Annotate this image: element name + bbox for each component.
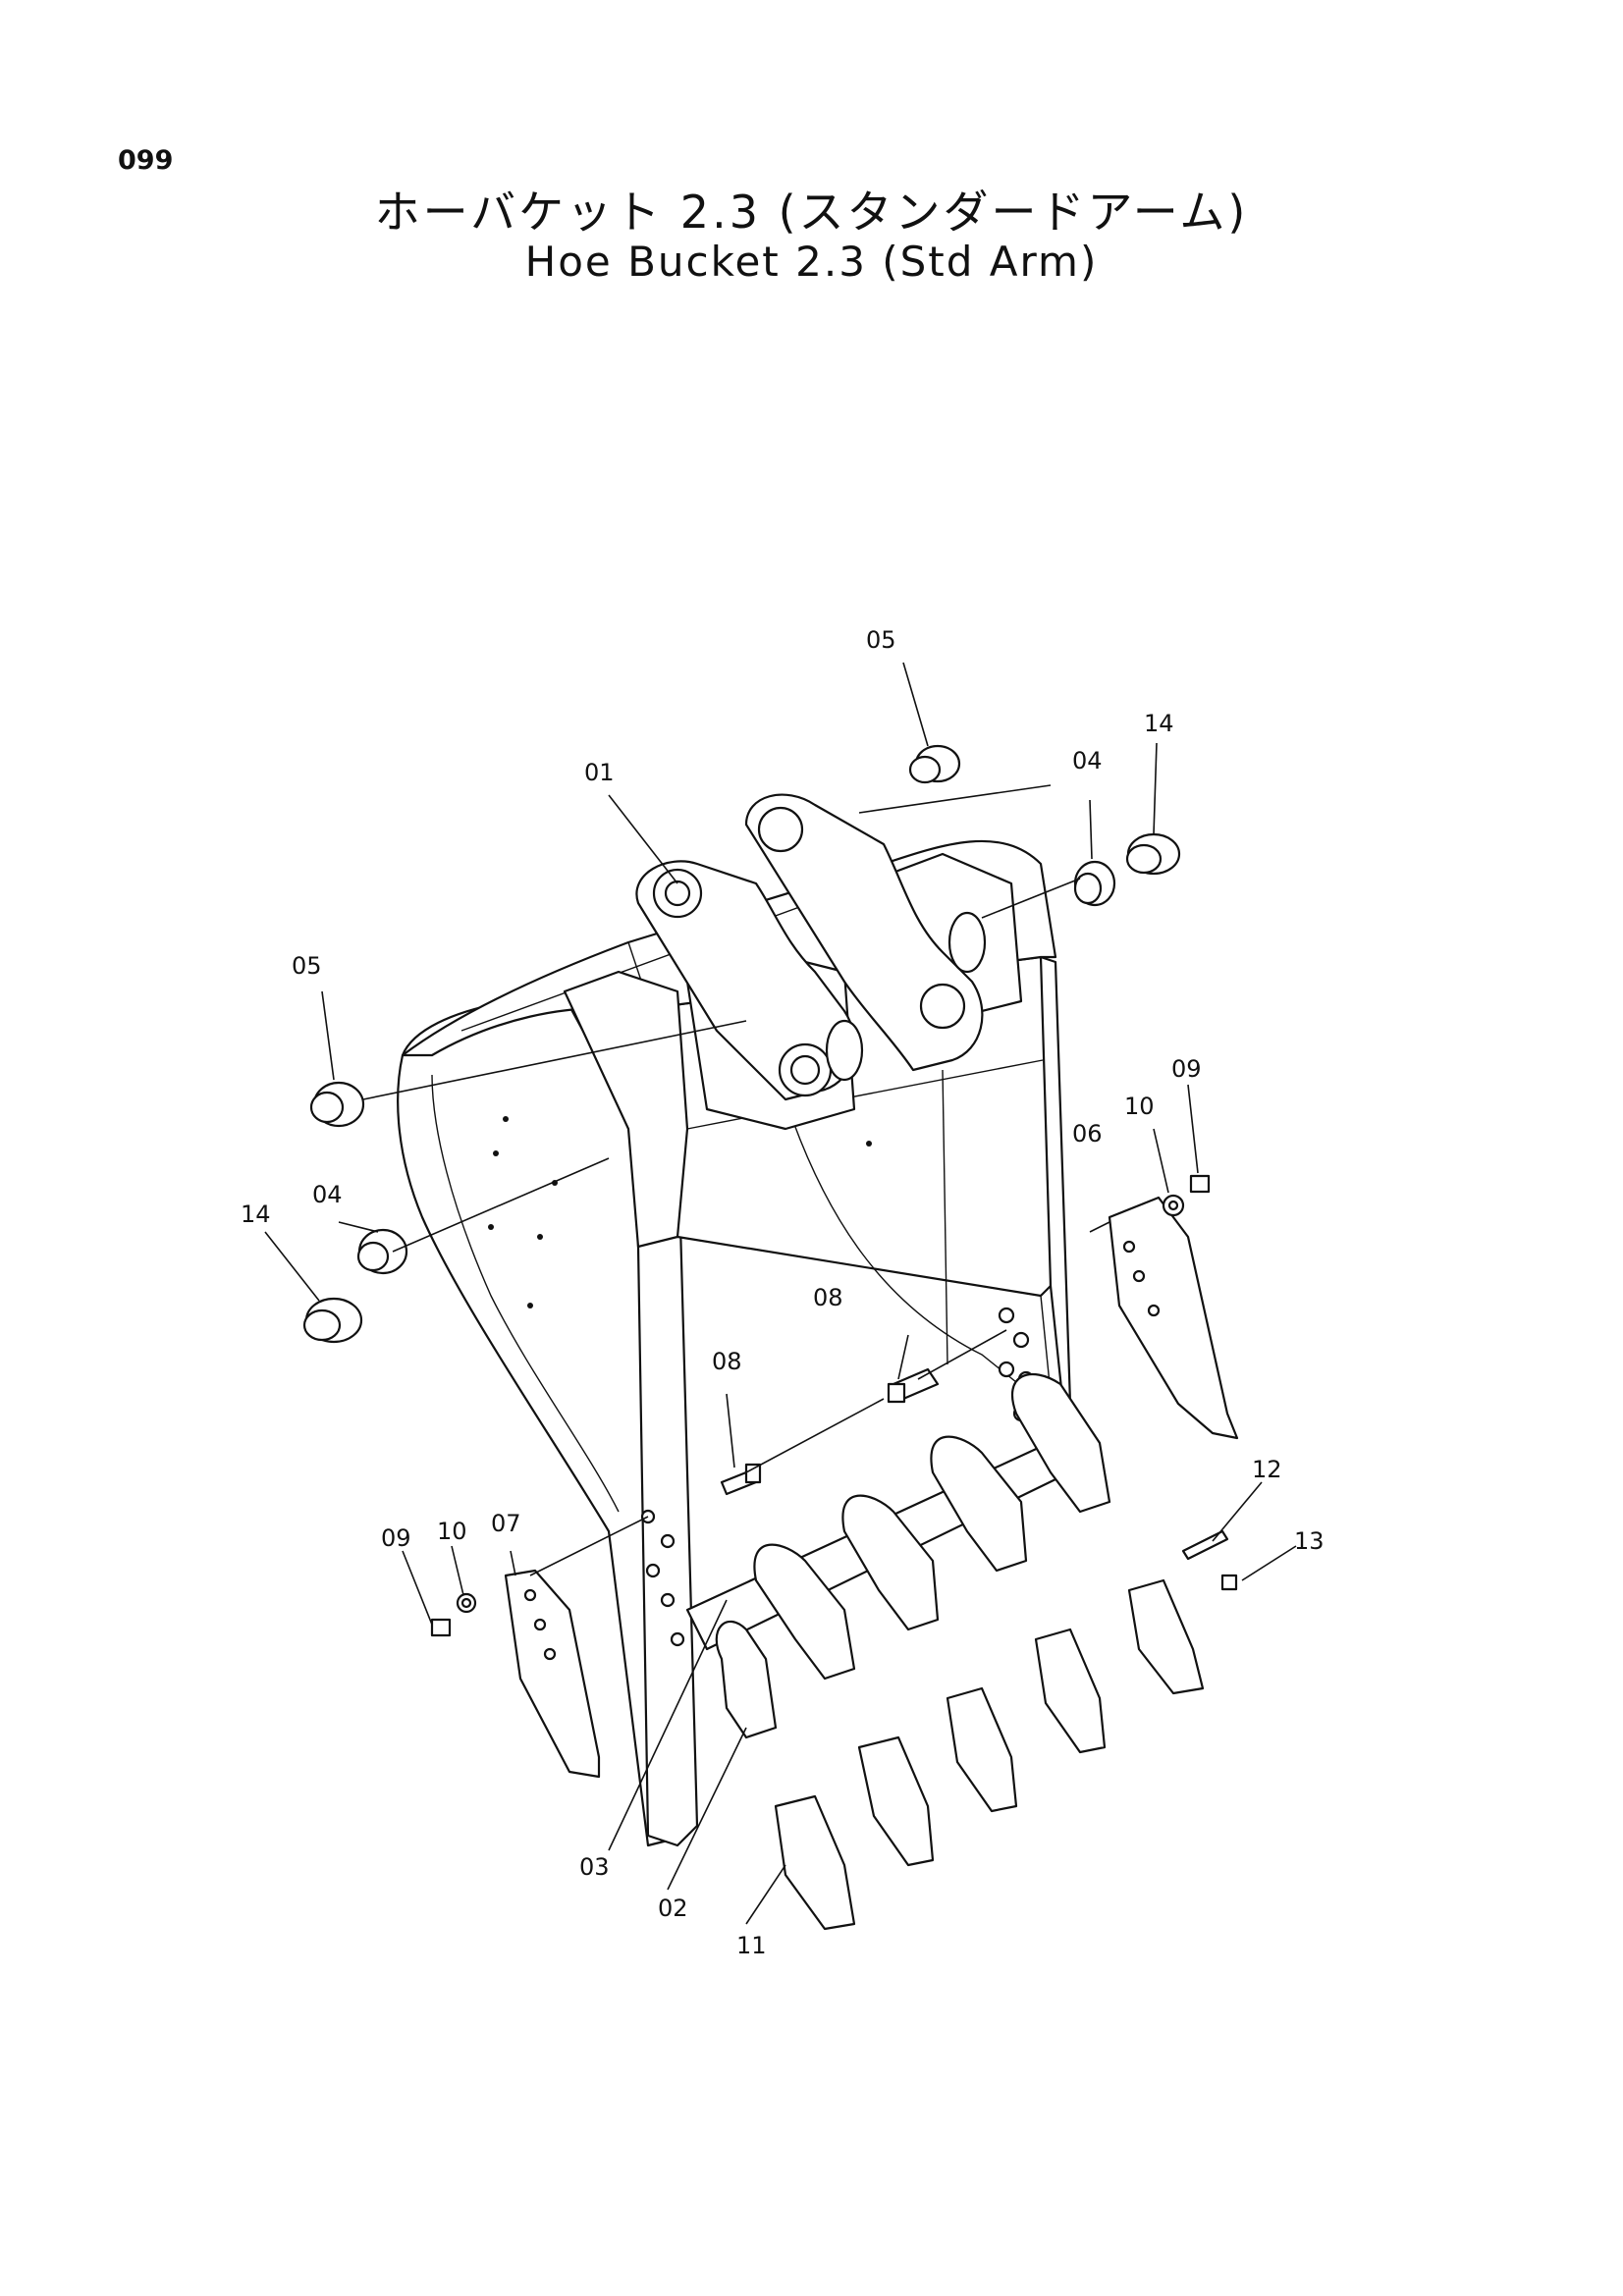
callout-11: 11 — [736, 1932, 767, 1959]
callout-10-left: 10 — [437, 1518, 467, 1545]
callout-09-left: 09 — [381, 1524, 411, 1552]
callout-08-right: 08 — [813, 1284, 843, 1311]
callout-06: 06 — [1072, 1120, 1103, 1148]
side-cutters — [504, 1196, 1239, 1779]
callout-13: 13 — [1294, 1527, 1325, 1555]
callout-14-left: 14 — [241, 1201, 271, 1228]
callout-14-right: 14 — [1144, 710, 1174, 737]
page-title-japanese: ホーバケット 2.3 (スタンダードアーム) — [374, 186, 1249, 239]
callout-01: 01 — [584, 759, 615, 786]
callout-08-left: 08 — [712, 1348, 742, 1375]
callout-12: 12 — [1252, 1456, 1282, 1483]
callout-07: 07 — [491, 1510, 521, 1537]
page-title-english: Hoe Bucket 2.3 (Std Arm) — [524, 238, 1099, 286]
callout-10-right: 10 — [1124, 1093, 1155, 1120]
callout-05-left: 05 — [292, 952, 322, 980]
leader-lines — [264, 662, 1297, 1925]
loose-hardware — [302, 744, 1238, 1637]
callout-04-left: 04 — [312, 1181, 343, 1208]
callout-03: 03 — [579, 1853, 610, 1881]
bucket-teeth — [774, 1578, 1205, 1931]
callout-02: 02 — [658, 1895, 688, 1922]
page-number: 099 — [118, 145, 174, 176]
callout-05-top: 05 — [866, 626, 896, 654]
callout-labels: 05 14 04 01 05 09 10 06 04 14 08 08 12 0… — [241, 626, 1325, 1959]
callout-04-right: 04 — [1072, 747, 1103, 774]
callout-09-right: 09 — [1171, 1055, 1202, 1083]
tooth-adapters — [715, 1372, 1111, 1739]
